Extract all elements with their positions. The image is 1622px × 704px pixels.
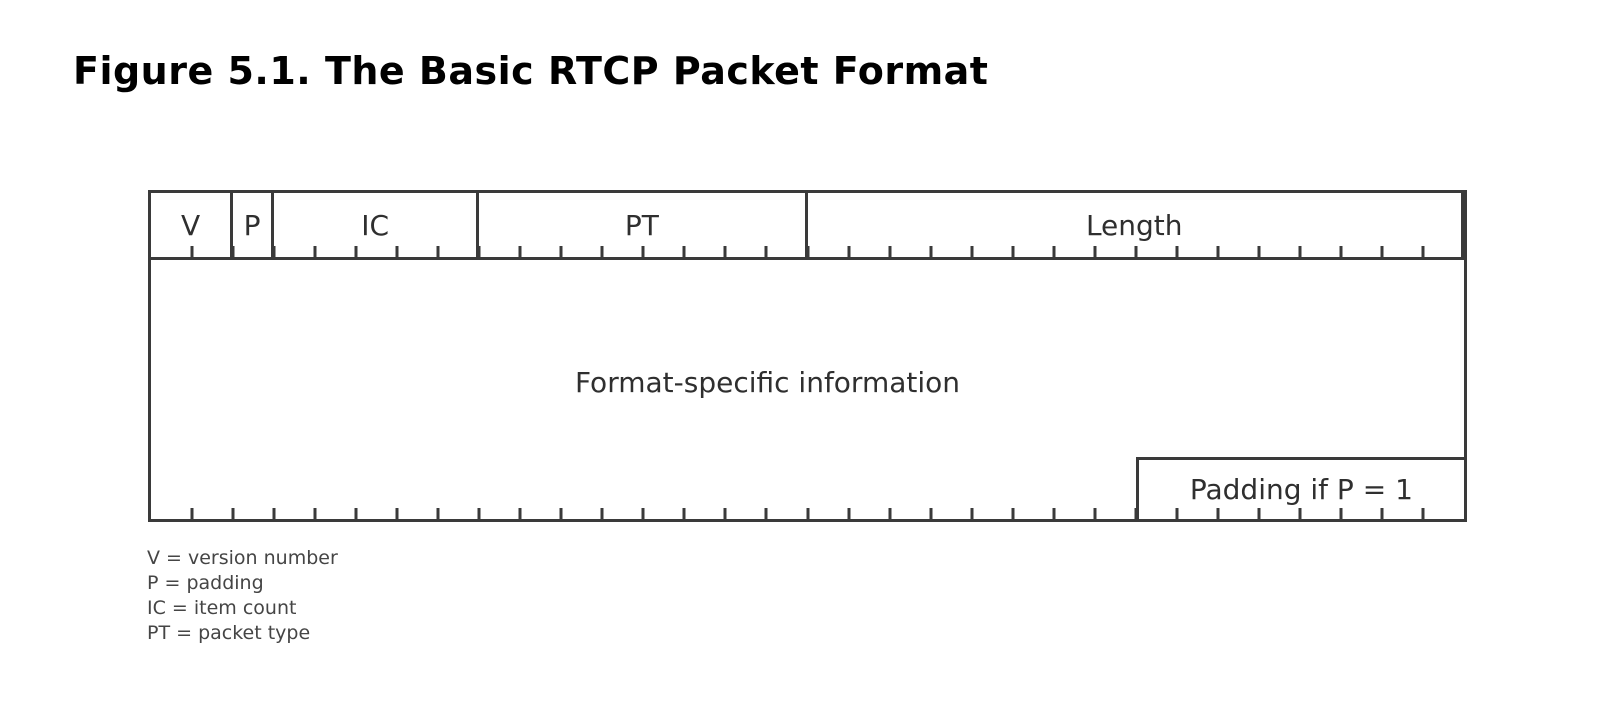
legend: V = version number P = padding IC = item… xyxy=(147,546,338,646)
field-padding-flag-label: P xyxy=(243,208,261,242)
field-packet-type-label: PT xyxy=(624,208,659,242)
padding-box: Padding if P = 1 xyxy=(1135,457,1464,519)
legend-line-item-count: IC = item count xyxy=(147,597,297,619)
field-length-label: Length xyxy=(1085,208,1183,242)
field-packet-type: PT xyxy=(479,193,808,257)
field-length: Length xyxy=(808,193,1464,257)
field-item-count: IC xyxy=(274,193,480,257)
packet-header-row: V P IC PT Length xyxy=(151,193,1464,260)
field-version-label: V xyxy=(180,208,201,242)
field-version: V xyxy=(151,193,234,257)
legend-line-version: V = version number xyxy=(147,547,338,569)
field-padding-flag: P xyxy=(233,193,275,257)
packet-body-region: Format-specific information Padding if P… xyxy=(151,260,1464,519)
rtcp-packet-diagram: V P IC PT Length Format-specific informa… xyxy=(148,190,1467,522)
padding-box-label: Padding if P = 1 xyxy=(1189,473,1413,506)
figure-title: Figure 5.1. The Basic RTCP Packet Format xyxy=(73,49,989,93)
field-item-count-label: IC xyxy=(361,208,390,242)
legend-line-padding: P = padding xyxy=(147,572,264,594)
format-specific-information-label: Format-specific information xyxy=(574,366,961,399)
legend-line-packet-type: PT = packet type xyxy=(147,622,311,644)
